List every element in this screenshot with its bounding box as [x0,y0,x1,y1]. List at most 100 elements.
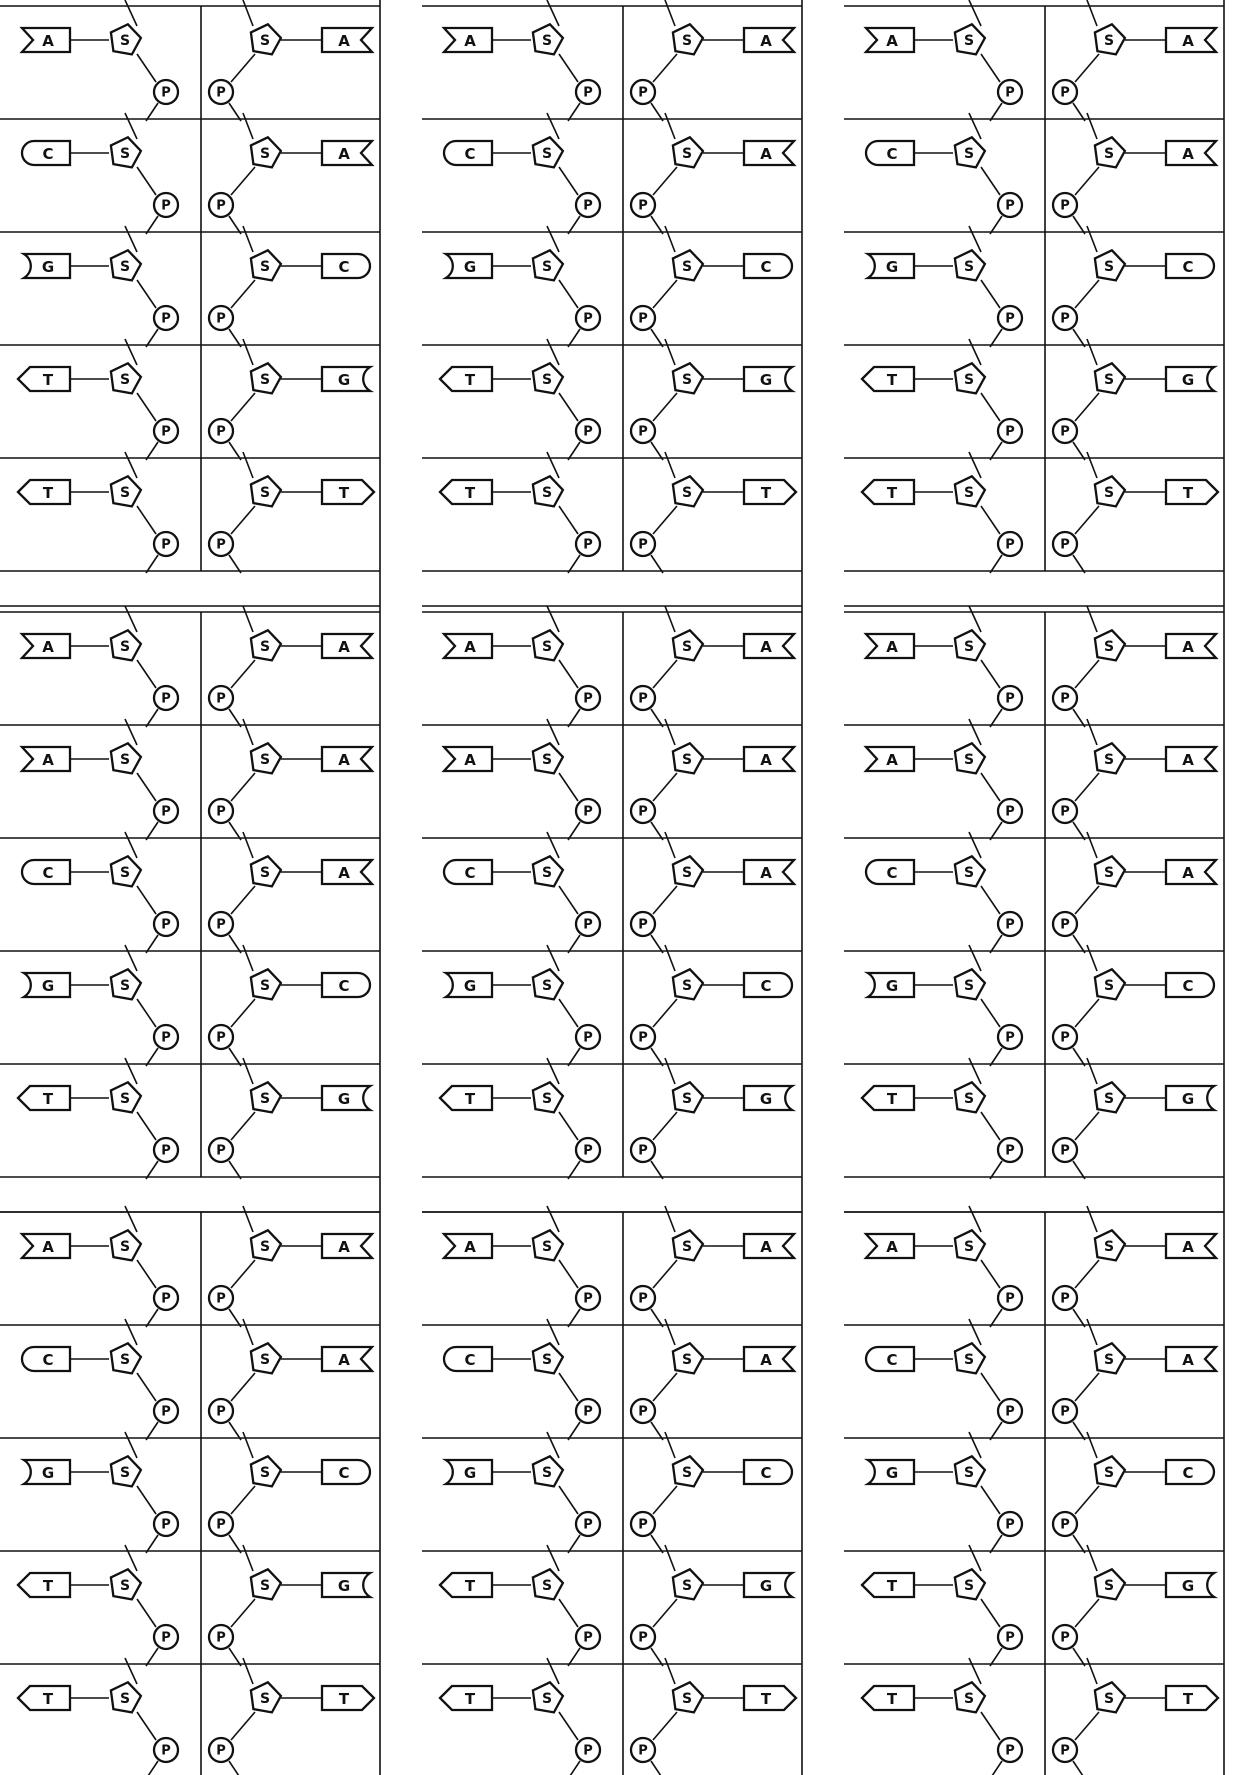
backbone-bond [231,54,255,82]
left-nucleotide: ASP [444,606,600,727]
base-label: A [338,145,350,163]
backbone-bond [137,886,156,914]
sugar-label: S [120,639,130,655]
backbone-bond [125,0,137,26]
base-label: A [886,32,898,50]
backbone-bond [231,393,255,421]
backbone-bond [137,660,156,688]
phosphate-label: P [638,1744,648,1759]
sugar-label: S [682,33,692,49]
sugar-label: S [1104,33,1114,49]
base-label: T [887,1090,898,1108]
backbone-bond [231,1260,255,1288]
backbone-bond [243,606,253,632]
backbone-bond [137,1486,156,1514]
sugar-label: S [964,978,974,994]
sugar-label: S [542,1239,552,1255]
backbone-bond [1075,280,1099,308]
backbone-bond [1073,1761,1085,1775]
phosphate-label: P [583,1518,593,1533]
base-label: T [43,1577,54,1595]
backbone-bond [653,506,677,534]
left-nucleotide: CSP [444,832,600,953]
backbone-bond [243,113,253,139]
phosphate-label: P [1060,1518,1070,1533]
base-label: G [1182,1577,1194,1595]
backbone-bond [231,167,255,195]
backbone-bond [547,719,559,745]
base-label: C [42,1351,53,1369]
backbone-bond [981,393,1000,421]
base-label: G [42,1464,54,1482]
phosphate-label: P [583,1744,593,1759]
backbone-bond [1075,1712,1099,1740]
right-nucleotide: ASP [631,1206,794,1327]
backbone-bond [653,1486,677,1514]
left-nucleotide: GSP [446,1432,600,1553]
sugar-label: S [1104,978,1114,994]
right-nucleotide: ASP [631,0,794,121]
backbone-bond [137,999,156,1027]
phosphate-label: P [583,1292,593,1307]
sugar-label: S [260,1352,270,1368]
backbone-bond [559,886,578,914]
backbone-bond [1075,1373,1099,1401]
base-label: T [1183,484,1194,502]
backbone-bond [125,113,137,139]
phosphate-label: P [583,1144,593,1159]
sugar-label: S [542,146,552,162]
base-label: T [339,1690,350,1708]
base-label: T [43,371,54,389]
left-nucleotide: TSP [862,1545,1022,1666]
left-nucleotide: ASP [866,1206,1022,1327]
phosphate-label: P [1005,692,1015,707]
base-label: A [338,638,350,656]
sugar-label: S [964,1091,974,1107]
base-label: C [760,258,771,276]
phosphate-label: P [638,1405,648,1420]
base-label: T [43,1090,54,1108]
left-nucleotide: TSP [440,452,600,573]
backbone-bond [665,719,675,745]
base-label: G [760,1090,772,1108]
right-nucleotide: GSP [631,1058,792,1179]
phosphate-label: P [583,805,593,820]
base-label: T [761,1690,772,1708]
base-label: A [1182,1351,1194,1369]
backbone-bond [125,1206,137,1232]
backbone-bond [653,1112,677,1140]
sugar-label: S [682,1091,692,1107]
sugar-label: S [964,865,974,881]
right-nucleotide: GSP [631,1545,792,1666]
backbone-bond [969,452,981,478]
left-nucleotide: ASP [444,1206,600,1327]
backbone-bond [665,1658,675,1684]
backbone-bond [243,339,253,365]
sugar-label: S [1104,752,1114,768]
backbone-bond [243,719,253,745]
sugar-label: S [682,259,692,275]
left-nucleotide: CSP [22,832,178,953]
base-label: T [43,1690,54,1708]
sugar-label: S [120,865,130,881]
right-nucleotide: ASP [209,719,372,840]
phosphate-label: P [161,1405,171,1420]
backbone-bond [665,1058,675,1084]
base-label: A [42,751,54,769]
phosphate-label: P [161,805,171,820]
sugar-label: S [1104,1091,1114,1107]
base-label: C [886,1351,897,1369]
sugar-label: S [964,485,974,501]
backbone-bond [231,1112,255,1140]
backbone-bond [137,1112,156,1140]
base-label: A [1182,32,1194,50]
backbone-bond [231,506,255,534]
backbone-bond [653,393,677,421]
sugar-label: S [542,33,552,49]
backbone-bond [653,1373,677,1401]
phosphate-label: P [216,692,226,707]
sugar-label: S [682,1691,692,1707]
sugar-label: S [260,1091,270,1107]
backbone-bond [243,1319,253,1345]
